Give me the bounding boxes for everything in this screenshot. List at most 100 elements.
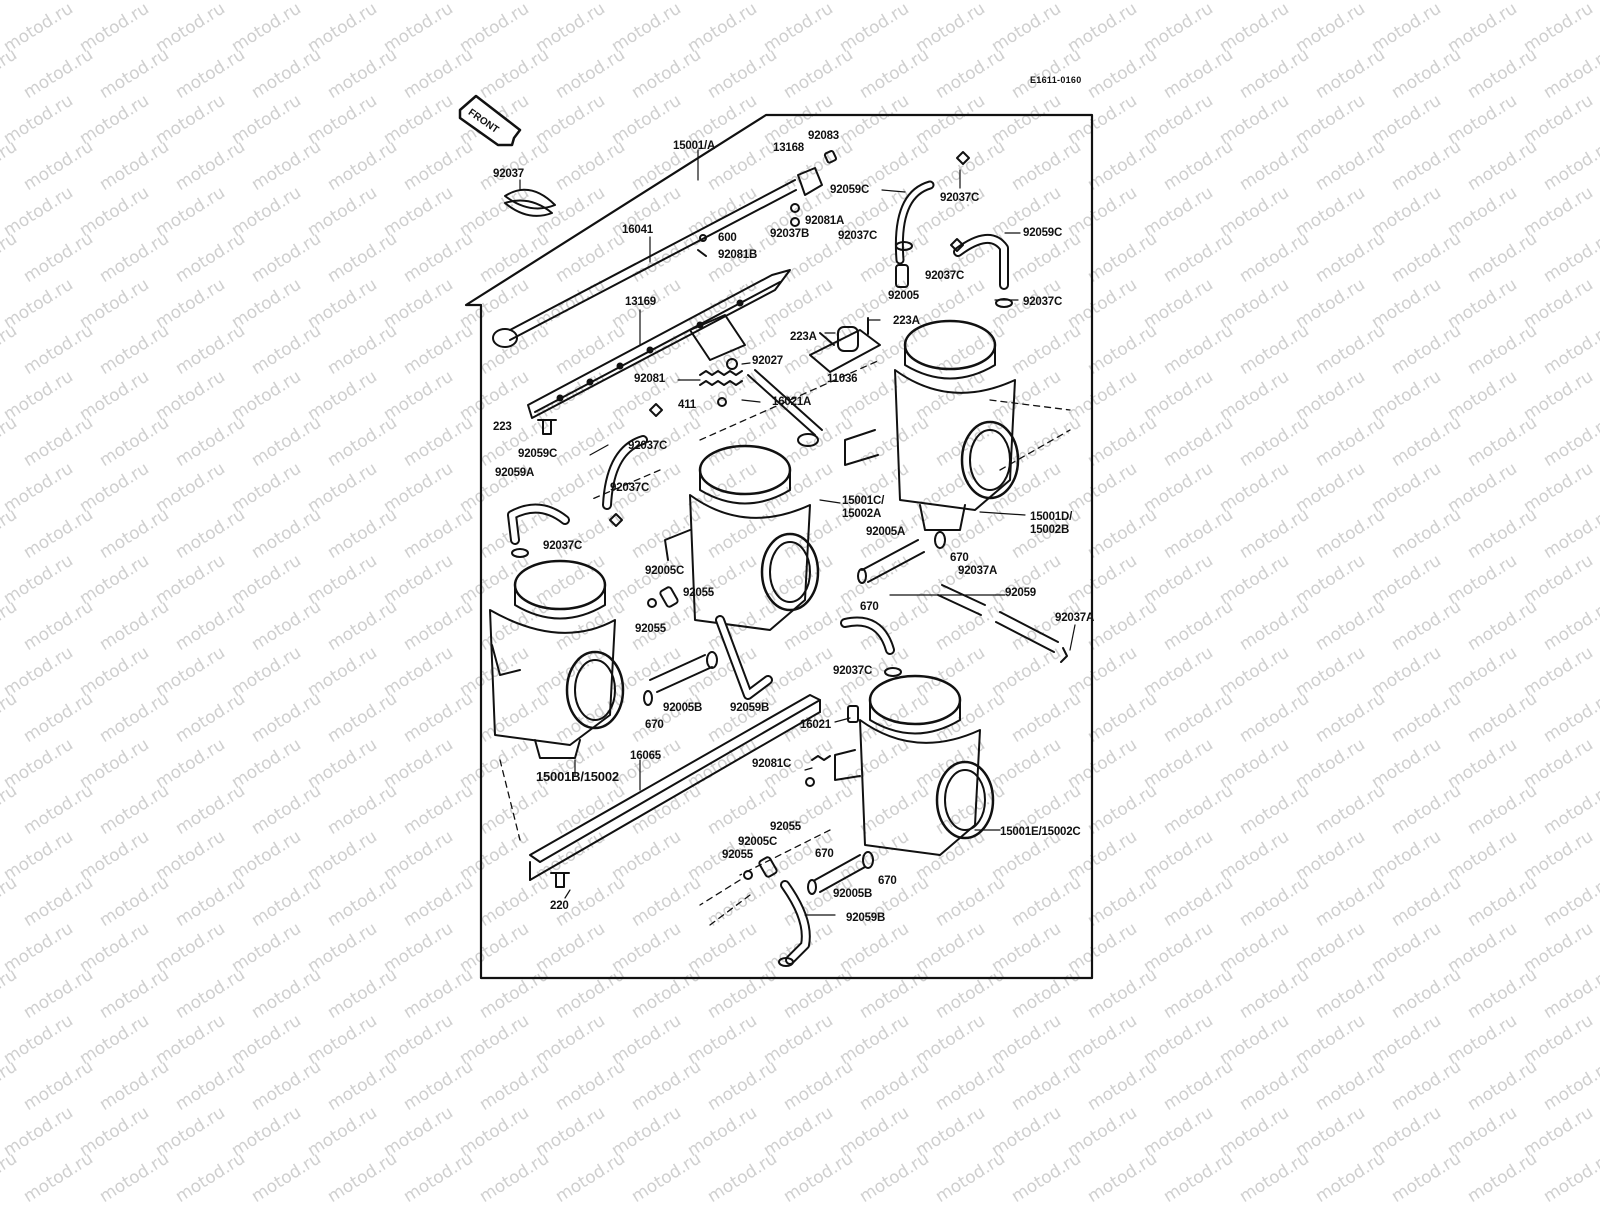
part-label-92037C-d: 92037C [1023, 296, 1063, 308]
part-label-16065: 16065 [630, 750, 661, 762]
part-label-92081C: 92081C [752, 758, 792, 770]
part-label-15002A: 15002A [842, 508, 882, 520]
leader-lines [519, 149, 1076, 916]
part-label-92005C-a: 92005C [645, 565, 685, 577]
part-label-670-c: 670 [645, 719, 664, 731]
part-label-92059C-c: 92059C [518, 448, 558, 460]
rod-16021 [847, 705, 859, 723]
carburetor-15001C [664, 444, 820, 631]
part-label-15001B: 15001B/15002 [536, 769, 619, 784]
part-label-92059A: 92059A [495, 467, 535, 479]
clips-92037C [511, 151, 1013, 677]
part-label-92037C-g: 92037C [543, 540, 583, 552]
part-label-92005B-b: 92005B [833, 888, 873, 900]
part-label-670-b: 670 [860, 601, 879, 613]
fuel-pipe-92005B [643, 651, 718, 706]
diagram-frame [464, 113, 1094, 980]
hose-92059C-b [953, 234, 1009, 290]
part-label-92059C-b: 92059C [1023, 227, 1063, 239]
part-label-92005C-b: 92005C [738, 836, 778, 848]
fitting-92005 [895, 264, 909, 288]
hose-92059B-a [715, 615, 773, 700]
washer-411 [717, 397, 727, 407]
carburetor-15001D [844, 319, 1020, 531]
link-plate-13169 [527, 269, 791, 419]
choke-rod-16021A [747, 369, 823, 447]
screw-92081B [697, 249, 707, 257]
hose-92059 [937, 584, 1068, 663]
part-label-92037B: 92037B [770, 228, 810, 240]
fuel-pipe-92005A [857, 531, 946, 584]
hose-lower-92059C [840, 616, 895, 655]
part-label-16021: 16021 [800, 719, 831, 731]
hose-92059A [507, 503, 570, 545]
screw-223 [537, 419, 557, 435]
part-label-600: 600 [718, 232, 737, 244]
carburetor-15001B [489, 559, 625, 759]
part-label-15002B: 15002B [1030, 524, 1070, 536]
part-label-670-d: 670 [815, 848, 834, 860]
part-label-15001D: 15001D/ [1030, 511, 1073, 523]
part-label-16021A: 16021A [772, 396, 812, 408]
alignment-lines [499, 359, 1071, 926]
part-label-15001A: 15001/A [673, 140, 716, 152]
part-label-92059B-b: 92059B [846, 912, 886, 924]
part-label-92055-d: 92055 [722, 849, 753, 861]
screw-220 [550, 872, 570, 888]
part-label-92059: 92059 [1005, 587, 1036, 599]
part-label-670-e: 670 [878, 875, 897, 887]
clip-92037 [504, 188, 556, 217]
hose-92059B-b [778, 880, 811, 967]
lever-13168 [790, 150, 837, 227]
part-label-13168: 13168 [773, 142, 804, 154]
part-label-220: 220 [550, 900, 569, 912]
fitting-92005C [647, 586, 679, 608]
part-label-92055-c: 92055 [770, 821, 801, 833]
spring-92081 [699, 370, 743, 386]
part-label-92037C-h: 92037C [833, 665, 873, 677]
fuel-pipe-92005B-lower [807, 851, 874, 895]
part-label-15001C: 15001C/ [842, 495, 885, 507]
part-label-92081B: 92081B [718, 249, 758, 261]
spring-600 [699, 234, 707, 242]
part-label-92037C-b: 92037C [838, 230, 878, 242]
front-arrow-icon [458, 94, 522, 147]
part-label-92005: 92005 [888, 290, 919, 302]
bracket-11036 [809, 317, 881, 373]
part-label-223A-right: 223A [893, 315, 920, 327]
part-label-92037C-f: 92037C [610, 482, 650, 494]
part-label-223A-left: 223A [790, 331, 817, 343]
part-label-16041: 16041 [622, 224, 653, 236]
hose-92059C-c [602, 435, 648, 510]
part-label-92005A: 92005A [866, 526, 906, 538]
part-label-92055-b: 92055 [635, 623, 666, 635]
part-label-411: 411 [678, 399, 696, 411]
part-label-223: 223 [493, 421, 512, 433]
part-label-92037: 92037 [493, 168, 524, 180]
link-rod-16065 [529, 694, 821, 881]
part-label-92083: 92083 [808, 130, 839, 142]
part-label-92037A-b: 92037A [1055, 612, 1095, 624]
part-label-13169: 13169 [625, 296, 656, 308]
part-label-92027: 92027 [752, 355, 783, 367]
part-label-92081A: 92081A [805, 215, 845, 227]
part-label-92037C-c: 92037C [925, 270, 965, 282]
part-label-92081: 92081 [634, 373, 665, 385]
part-label-670-a: 670 [950, 552, 969, 564]
part-label-92037C-a: 92037C [940, 192, 980, 204]
part-label-92005B-a: 92005B [663, 702, 703, 714]
hose-92059C-a [894, 180, 935, 265]
part-label-92037C-e: 92037C [628, 440, 668, 452]
part-label-92059B-a: 92059B [730, 702, 770, 714]
part-label-92059C-a: 92059C [830, 184, 870, 196]
spring-92081C [805, 755, 831, 787]
part-label-11036: 11036 [827, 373, 858, 385]
carburetor-15001E [834, 674, 995, 856]
part-label-92037A-a: 92037A [958, 565, 998, 577]
diagram-code: E1611-0160 [1030, 75, 1082, 85]
part-label-92055-a: 92055 [683, 587, 714, 599]
part-label-15001E: 15001E/15002C [1000, 826, 1081, 838]
throttle-shaft-16041 [492, 179, 797, 348]
